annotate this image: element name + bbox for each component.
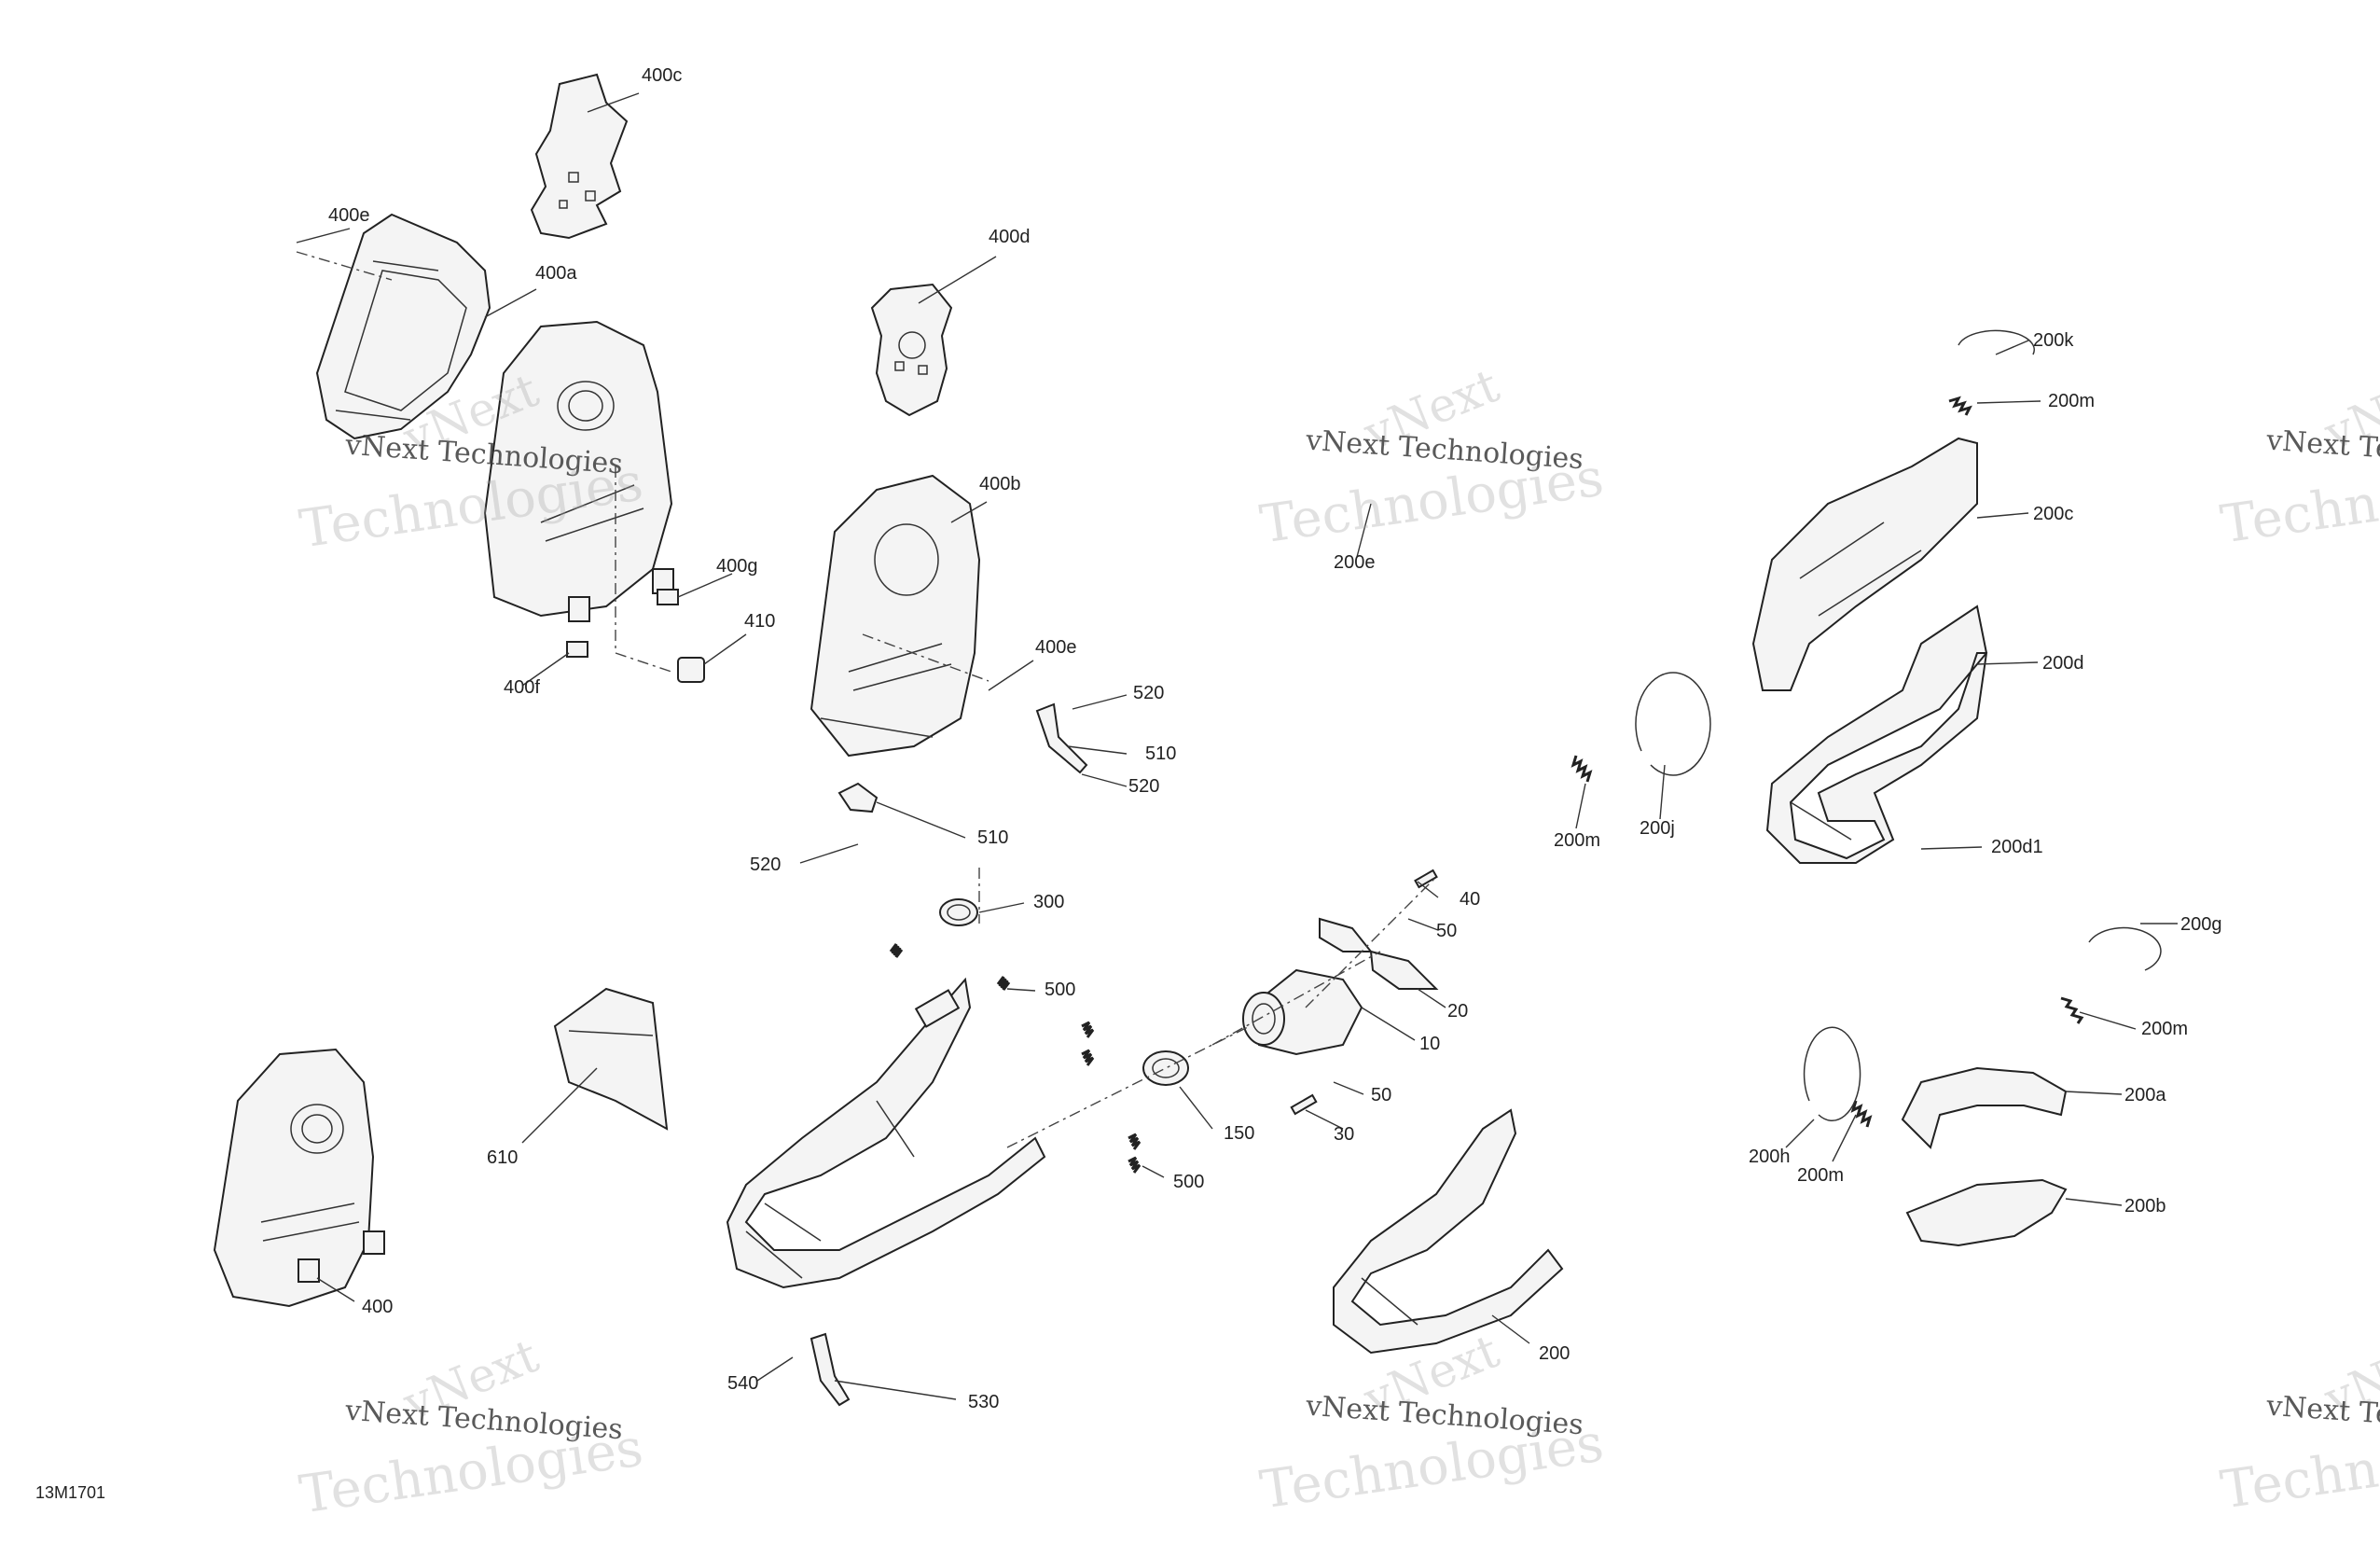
part-510-bracket-b (837, 782, 879, 813)
part-main-expansion-pipe (726, 977, 1046, 1289)
part-20-gasket (1369, 950, 1439, 990)
part-410-connector (677, 657, 705, 683)
callout-200d: 200d (2042, 653, 2084, 674)
part-400b-muffler (809, 474, 981, 758)
callout-400c: 400c (642, 65, 683, 86)
callout-200b: 200b (2124, 1196, 2166, 1216)
callout-10: 10 (1419, 1034, 1441, 1054)
callout-300: 300 (1033, 892, 1065, 912)
part-150-ring (1142, 1050, 1189, 1086)
part-400a-muffler-cover (315, 213, 491, 440)
callout-500: 500 (1173, 1172, 1205, 1192)
part-40-stud-gasket (1290, 869, 1438, 1116)
callout-510: 510 (977, 827, 1009, 848)
callout-610: 610 (487, 1147, 519, 1168)
callout-50: 50 (1436, 921, 1458, 941)
callout-200j: 200j (1640, 818, 1675, 839)
part-510-bracket-a (1035, 702, 1088, 774)
callout-540: 540 (727, 1373, 759, 1394)
part-530-bracket (809, 1332, 851, 1407)
part-200b-pipe-half (1905, 1178, 2068, 1247)
callout-200c: 200c (2033, 504, 2074, 524)
callout-410: 410 (744, 611, 776, 632)
part-200d-pipe-section (1765, 605, 1988, 864)
callout-200m: 200m (2048, 391, 2096, 411)
callout-400b: 400b (979, 474, 1021, 494)
callout-200a: 200a (2124, 1085, 2166, 1105)
callout-200h: 200h (1749, 1147, 1791, 1167)
callout-20: 20 (1447, 1001, 1469, 1022)
part-610-shield (553, 987, 669, 1131)
callout-520: 520 (750, 855, 782, 875)
callout-400a: 400a (535, 263, 577, 284)
callout-400e: 400e (1035, 637, 1077, 658)
part-10-manifold (1242, 968, 1363, 1056)
part-400d-gasket (870, 283, 953, 417)
callout-200m: 200m (1797, 1165, 1845, 1186)
callout-200d1: 200d1 (1991, 837, 2043, 857)
callout-500: 500 (1045, 980, 1076, 1000)
callout-200: 200 (1539, 1343, 1571, 1364)
callout-400e: 400e (328, 205, 370, 226)
part-400f-clip (566, 641, 588, 658)
callout-150: 150 (1224, 1123, 1255, 1144)
callout-530: 530 (968, 1392, 1000, 1412)
part-circlips (1635, 329, 2162, 1121)
leader-lines (296, 92, 2178, 1400)
callout-200e: 200e (1334, 552, 1376, 573)
part-200c-pipe-section (1751, 437, 1978, 691)
callout-40: 40 (1460, 889, 1481, 910)
callout-400d: 400d (989, 227, 1031, 247)
part-300-ring (939, 898, 978, 926)
document-id: 13M1701 (35, 1483, 106, 1502)
callout-200g: 200g (2180, 914, 2222, 935)
part-200a-pipe-elbow (1901, 1066, 2068, 1149)
part-400c-heat-shield (530, 73, 629, 240)
callout-520: 520 (1128, 776, 1160, 797)
assembly-lines (296, 251, 1437, 1148)
part-200-expansion-pipe (1333, 1108, 1564, 1355)
callout-200m: 200m (2141, 1019, 2189, 1039)
callout-400f: 400f (504, 677, 540, 698)
callout-400g: 400g (716, 556, 758, 577)
part-muffler-body (483, 320, 674, 622)
callout-400: 400 (362, 1297, 394, 1317)
callout-510: 510 (1145, 744, 1177, 764)
callout-30: 30 (1334, 1124, 1355, 1145)
part-400-muffler (213, 1048, 385, 1308)
part-400g-clip (657, 589, 679, 605)
callout-50: 50 (1371, 1085, 1392, 1105)
callout-200k: 200k (2033, 330, 2074, 351)
callout-520: 520 (1133, 683, 1165, 703)
part-springs (889, 396, 2084, 1174)
callout-200m: 200m (1554, 830, 1601, 851)
